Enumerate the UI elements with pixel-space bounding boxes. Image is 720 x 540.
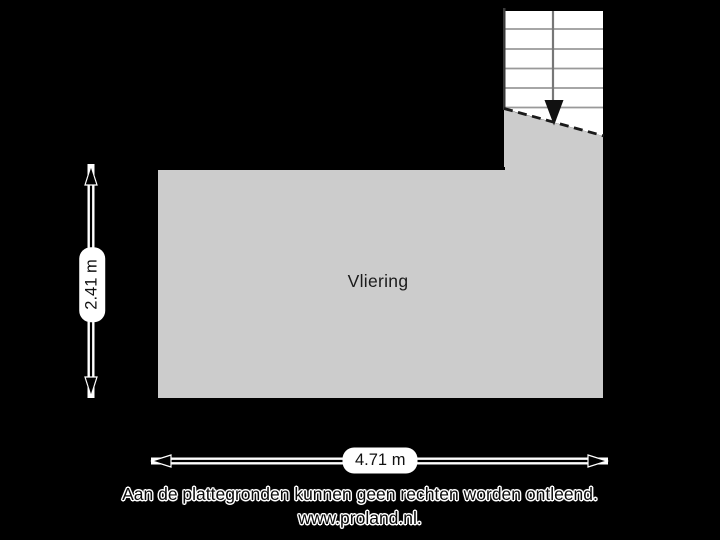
stair-opening-dashed-line — [503, 107, 605, 138]
disclaimer-text: Aan de plattegronden kunnen geen rechten… — [122, 484, 598, 504]
left-wall — [128, 167, 158, 422]
footer: Aan de plattegronden kunnen geen rechten… — [15, 483, 705, 530]
website-text: www.proland.nl. — [298, 507, 422, 528]
room-label: Vliering — [347, 271, 409, 291]
right-wall — [603, 8, 622, 422]
bottom-wall — [128, 398, 622, 422]
height-dimension-label: 2.41 m — [80, 248, 104, 321]
top-wall-line — [128, 167, 505, 170]
stair-top-border — [503, 8, 603, 11]
width-dimension-label: 4.71 m — [344, 449, 417, 472]
attic-floor — [158, 109, 603, 398]
stair-direction-arrow-icon — [544, 100, 564, 126]
stair-left-border — [503, 8, 506, 110]
